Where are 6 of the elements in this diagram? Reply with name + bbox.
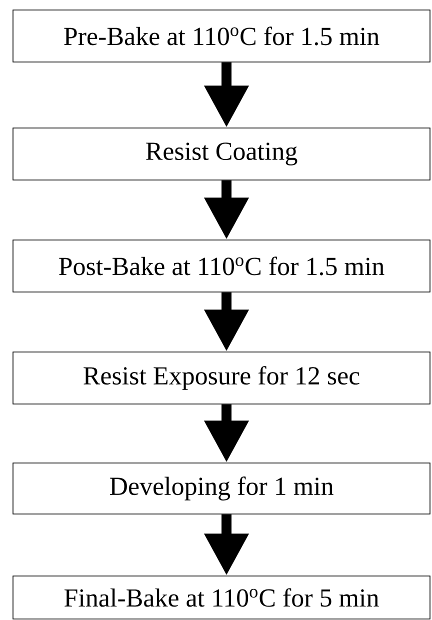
process-box: Developing for 1 min: [12, 462, 430, 514]
process-box: Resist Coating: [12, 128, 430, 180]
process-box: Resist Exposure for 12 sec: [12, 352, 430, 404]
process-box: Post-Bake at 110$^{o}$C for 1.5 min: [12, 240, 430, 292]
process-box: Final-Bake at 110$^{o}$C for 5 min: [12, 576, 430, 620]
process-box: Pre-Bake at 110$^{o}$C for 1.5 min: [12, 10, 430, 62]
